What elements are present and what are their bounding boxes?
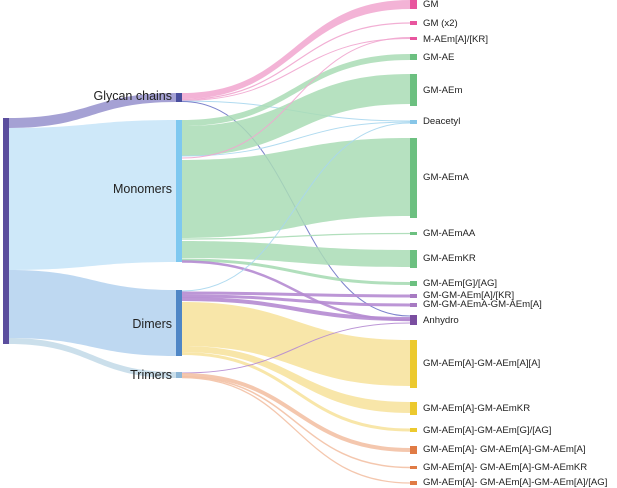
link-trimers-tri-kr	[181, 376, 411, 469]
label-dim_a_g: GM-AEm[A]-GM-AEm[G]/[AG]	[423, 425, 551, 436]
label-dim_a_kr: GM-AEm[A]-GM-AEmKR	[423, 403, 530, 414]
link-dimers-gm-gm-aema-gm	[181, 294, 411, 307]
link-dimers-dim-a-a	[182, 302, 410, 386]
link-root-monomers	[9, 120, 176, 270]
link-root-dimers	[9, 270, 176, 356]
link-dimers-deacetyl	[181, 122, 411, 292]
link-dimers-anhydro	[181, 297, 411, 321]
node-dim_a_g	[410, 428, 417, 432]
label-gm_aem: GM-AEm	[423, 85, 462, 96]
node-trimers	[176, 372, 182, 378]
link-monomers-gm-aema	[182, 138, 410, 238]
node-gm_aem	[410, 74, 417, 106]
link-monomers-gm-aemkr	[182, 241, 410, 267]
link-trimers-anhydro	[181, 322, 411, 374]
node-gm_gm_aema_gm	[410, 303, 417, 307]
label-dimers: Dimers	[132, 317, 172, 331]
label-gm_gm_aem: GM-GM-AEm[A]/[KR]	[423, 290, 514, 301]
sankey-nodes	[3, 0, 417, 485]
node-anhydro	[410, 315, 417, 325]
sankey-links	[9, 0, 411, 484]
link-monomers-deacetyl	[181, 121, 411, 157]
label-gm_ae: GM-AE	[423, 52, 454, 63]
node-dimers	[176, 290, 182, 356]
label-anhydro: Anhydro	[423, 315, 459, 326]
link-root-glycan	[9, 93, 176, 128]
label-monomers: Monomers	[113, 182, 172, 196]
label-gm: GM	[423, 0, 438, 10]
link-glycan-gm-x2	[181, 22, 411, 101]
node-dim_a_kr	[410, 402, 417, 415]
label-dim_a_a: GM-AEm[A]-GM-AEm[A][A]	[423, 358, 540, 369]
node-gm	[410, 0, 417, 9]
label-m_aem: M-AEm[A]/[KR]	[423, 34, 488, 45]
node-root	[3, 118, 9, 344]
label-tri_ag: GM-AEm[A]- GM-AEm[A]-GM-AEm[A]/[AG]	[423, 477, 607, 488]
node-deacetyl	[410, 120, 417, 124]
link-root-trimers	[9, 338, 176, 378]
node-m_aem	[410, 37, 417, 40]
label-gm_aemaa: GM-AEmAA	[423, 228, 476, 239]
label-trimers: Trimers	[130, 368, 172, 382]
link-monomers-gm-ae	[182, 54, 410, 126]
node-tri_a	[410, 446, 417, 454]
label-gm_aemg: GM-AEm[G]/[AG]	[423, 278, 497, 289]
label-deacetyl: Deacetyl	[423, 116, 460, 127]
node-gm_aemg	[410, 281, 417, 286]
node-tri_kr	[410, 466, 417, 469]
link-glycan-gm	[182, 0, 410, 99]
node-tri_ag	[410, 481, 417, 485]
label-tri_a: GM-AEm[A]- GM-AEm[A]-GM-AEm[A]	[423, 444, 586, 455]
node-gm_ae	[410, 54, 417, 60]
node-dim_a_a	[410, 340, 417, 388]
label-tri_kr: GM-AEm[A]- GM-AEm[A]-GM-AEmKR	[423, 462, 587, 473]
label-glycan: Glycan chains	[93, 89, 172, 103]
link-monomers-gm-aemaa	[181, 232, 411, 240]
link-trimers-tri-a	[181, 373, 411, 452]
node-monomers	[176, 120, 182, 262]
node-gm_gm_aem	[410, 294, 417, 298]
link-monomers-gm-aem	[182, 74, 410, 156]
label-gm_x2: GM (x2)	[423, 18, 458, 29]
node-gm_x2	[410, 21, 417, 25]
label-gm_aemkr: GM-AEmKR	[423, 253, 476, 264]
link-glycan-m-aem	[181, 38, 411, 101]
link-dimers-gm-gm-aem	[181, 291, 411, 298]
node-glycan	[176, 93, 182, 102]
label-gm_aema: GM-AEmA	[423, 172, 469, 183]
node-gm_aemaa	[410, 232, 417, 235]
link-monomers-m-aem	[181, 37, 411, 159]
node-gm_aema	[410, 138, 417, 218]
label-gm_gm_aema_gm: GM-GM-AEmA-GM-AEm[A]	[423, 299, 542, 310]
node-gm_aemkr	[410, 250, 417, 268]
link-dimers-dim-a-kr	[182, 346, 410, 413]
link-dimers-dim-a-g	[181, 352, 411, 432]
link-trimers-tri-ag	[181, 376, 411, 484]
link-monomers-gm-aemg	[181, 258, 411, 285]
